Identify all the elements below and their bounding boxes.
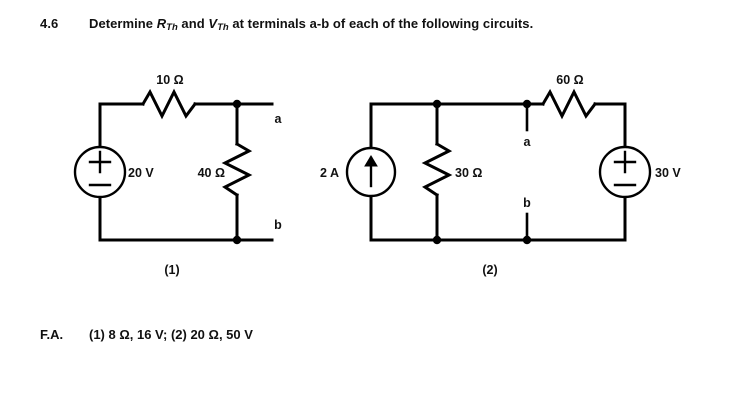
resistor-30-ohm-body: [421, 141, 453, 198]
junction-dot-c2-r30-bottom: [432, 235, 442, 245]
symbol-vth-subscript: Th: [217, 22, 229, 33]
current-source-2a-arrow-head: [364, 155, 378, 167]
voltage-source-30v-label: 30 V: [655, 165, 681, 180]
current-source-2a-label: 2 A: [320, 165, 339, 180]
symbol-rth-subscript: Th: [166, 22, 178, 33]
voltage-source-30v-circle: [598, 145, 652, 199]
problem-number: 4.6: [40, 16, 59, 31]
voltage-source-30v-plus: [613, 150, 637, 174]
symbol-vth: V: [208, 16, 218, 31]
terminal-a-label-c2: a: [523, 134, 531, 149]
junction-dot-a: [232, 99, 242, 109]
resistor-40-ohm-body: [221, 141, 253, 198]
problem-statement: Determine RTh and VTh at terminals a-b o…: [89, 16, 533, 33]
problem-statement-pre: Determine: [89, 16, 157, 31]
junction-dot-b: [232, 235, 242, 245]
resistor-30-ohm-label: 30 Ω: [455, 165, 483, 180]
resistor-10-ohm-body: [140, 88, 198, 120]
problem-statement-post: at terminals a-b of each of the followin…: [228, 16, 534, 31]
voltage-source-20v-label: 20 V: [128, 165, 154, 180]
voltage-source-20v-circle: [73, 145, 127, 199]
terminal-b-label: b: [274, 217, 282, 232]
junction-dot-c2-a: [522, 99, 532, 109]
final-answers-text: (1) 8 Ω, 16 V; (2) 20 Ω, 50 V: [89, 327, 253, 342]
terminal-a-label: a: [274, 111, 282, 126]
resistor-60-ohm-label: 60 Ω: [556, 72, 584, 87]
resistor-60-ohm-body: [540, 88, 598, 120]
resistor-10-ohm-label: 10 Ω: [156, 72, 184, 87]
current-source-2a-circle: [345, 146, 397, 198]
junction-dot-c2-r30-top: [432, 99, 442, 109]
figure-1-caption: (1): [164, 262, 180, 277]
problem-statement-mid: and: [177, 16, 209, 31]
final-answers-label: F.A.: [40, 327, 64, 342]
figure-2-caption: (2): [482, 262, 498, 277]
symbol-rth: R: [156, 16, 167, 31]
junction-dot-c2-b: [522, 235, 532, 245]
resistor-40-ohm-label: 40 Ω: [197, 165, 225, 180]
circuit-2: [345, 88, 652, 245]
voltage-source-20v-plus: [88, 150, 112, 174]
terminal-b-label-c2: b: [523, 195, 531, 210]
circuit-1: [73, 88, 274, 245]
